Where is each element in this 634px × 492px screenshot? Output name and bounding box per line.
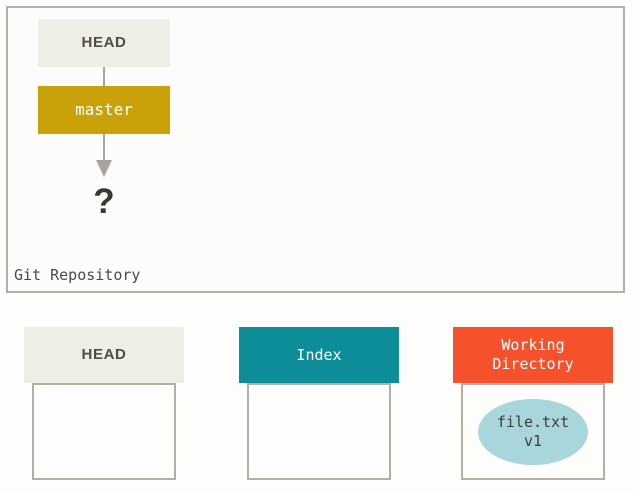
area-header-working-directory-label: Working Directory bbox=[492, 336, 574, 373]
area-header-head: HEAD bbox=[24, 327, 184, 383]
working-directory-file-blob: file.txt v1 bbox=[478, 399, 588, 465]
repo-master-ref-label: master bbox=[75, 99, 133, 119]
repo-master-ref-box: master bbox=[38, 86, 170, 134]
area-header-index-label: Index bbox=[296, 345, 342, 364]
repo-head-ref-label: HEAD bbox=[81, 34, 127, 52]
master-to-commit-arrow-stem bbox=[103, 134, 105, 163]
unknown-commit-placeholder: ? bbox=[93, 182, 115, 221]
working-directory-file-blob-label: file.txt v1 bbox=[496, 412, 570, 451]
head-to-master-connector bbox=[103, 67, 105, 86]
area-header-index: Index bbox=[239, 327, 399, 383]
git-repository-label: Git Repository bbox=[14, 266, 141, 284]
area-body-head bbox=[32, 383, 176, 480]
master-to-commit-arrow-head-icon bbox=[96, 160, 112, 177]
area-body-index bbox=[247, 383, 391, 480]
repo-head-ref-box: HEAD bbox=[38, 19, 170, 67]
area-header-head-label: HEAD bbox=[81, 345, 127, 363]
area-header-working-directory: Working Directory bbox=[453, 327, 613, 383]
